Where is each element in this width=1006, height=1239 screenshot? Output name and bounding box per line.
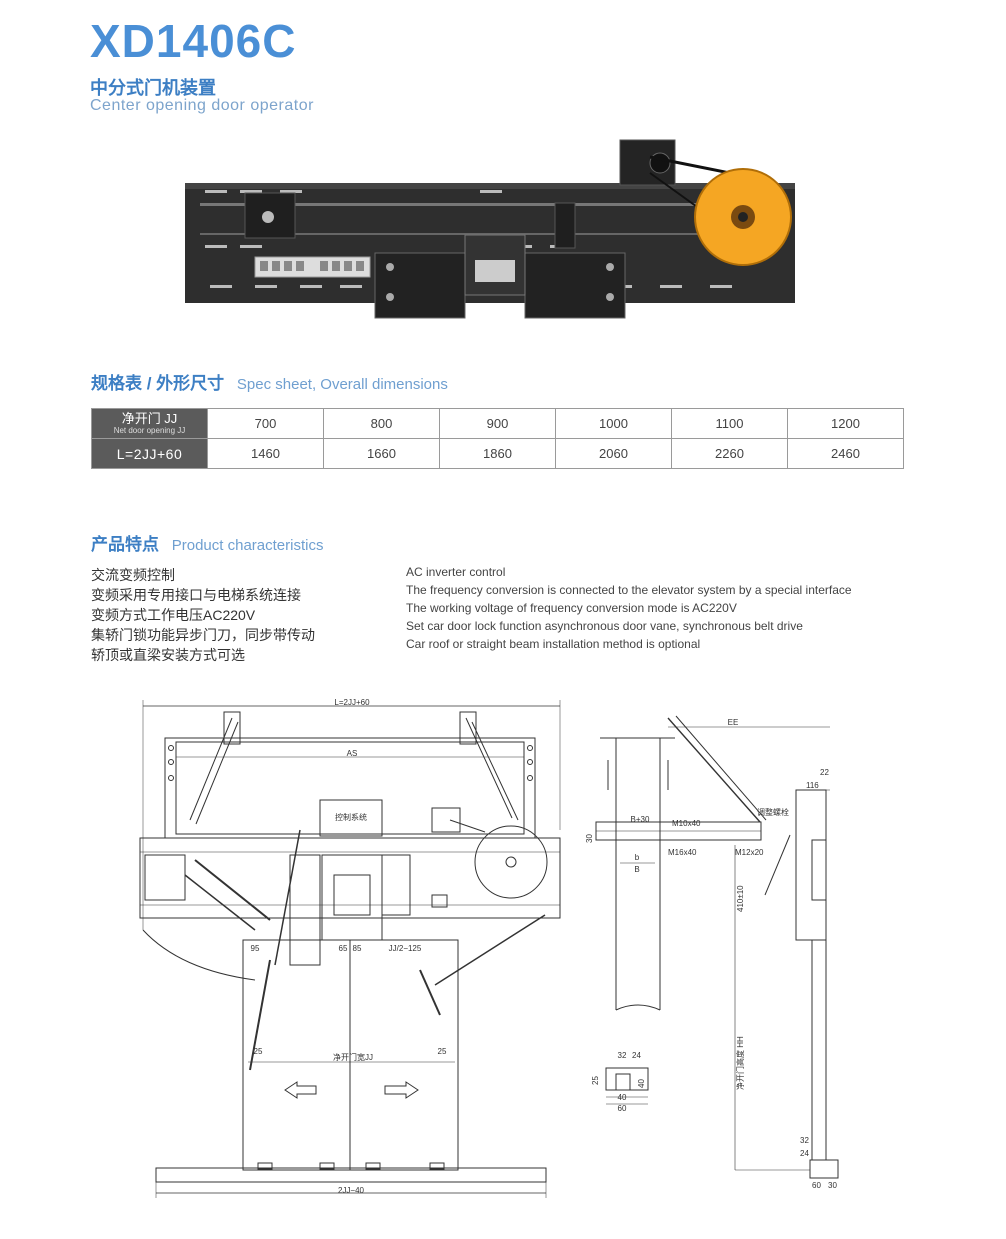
spec-title-en: Spec sheet, Overall dimensions: [236, 376, 448, 393]
dim-bottom-label: 2JJ−40: [338, 1186, 365, 1195]
spec-title-cn: 规格表 / 外形尺寸: [91, 374, 225, 393]
l-cell: 1460: [207, 438, 324, 469]
dim-hh: 净开门高度 HH: [735, 1036, 745, 1090]
dim-24: 24: [800, 1149, 809, 1158]
l-cell: 2460: [787, 438, 904, 469]
feature-item-cn: 轿顶或直梁安装方式可选: [91, 647, 245, 663]
sec-24: 24: [632, 1051, 641, 1060]
spec-row-l: L=2JJ+60 1460 1660 1860 2060 2260 2460: [91, 438, 904, 469]
features-list-en: AC inverter control The frequency conver…: [406, 566, 888, 656]
dim-ee: EE: [728, 718, 739, 727]
feature-item-en: Set car door lock function asynchronous …: [406, 619, 803, 633]
front-view: L=2JJ+60 AS 控制系统: [139, 698, 561, 1198]
feature-item-cn: 集轿门锁功能异步门刀，同步带传动: [91, 627, 315, 643]
dim-jj2: JJ/2−125: [389, 944, 422, 953]
dim-65: 65: [339, 944, 348, 953]
l-cell: 2060: [555, 438, 672, 469]
sec-40b: 40: [618, 1093, 627, 1102]
dim-b: B: [634, 865, 639, 874]
dim-m10: M10x40: [672, 819, 701, 828]
feature-item-en: Car roof or straight beam installation m…: [406, 637, 701, 651]
feature-item-en: The frequency conversion is connected to…: [406, 583, 852, 597]
dim-25-left: 25: [254, 1047, 263, 1056]
jj-cell: 700: [207, 408, 324, 439]
jj-cell: 800: [323, 408, 440, 439]
dim-top-label: L=2JJ+60: [334, 698, 370, 707]
dim-m16: M16x40: [668, 848, 697, 857]
dim-22: 22: [820, 768, 829, 777]
l-cell: 2260: [671, 438, 788, 469]
sec-32: 32: [618, 1051, 627, 1060]
dim-b-small: b: [635, 853, 640, 862]
jj-cell: 1100: [671, 408, 788, 439]
jj-cell: 1000: [555, 408, 672, 439]
dim-85: 85: [353, 944, 362, 953]
adjust-bolt-label: 调整螺栓: [757, 807, 789, 817]
jj-cell: 1200: [787, 408, 904, 439]
feature-item-cn: 变频方式工作电压AC220V: [91, 607, 256, 623]
features-title-en: Product characteristics: [171, 537, 324, 554]
feature-item-en: AC inverter control: [406, 565, 506, 579]
dim-30: 30: [585, 834, 594, 843]
jj-cell: 900: [439, 408, 556, 439]
dim-410: 410±10: [736, 885, 745, 912]
sec-40a: 40: [637, 1079, 646, 1088]
spec-section-heading: 规格表 / 外形尺寸 Spec sheet, Overall dimension…: [91, 369, 448, 394]
dim-25-right: 25: [438, 1047, 447, 1056]
spec-row-jj-label: 净开门 JJ Net door opening JJ: [91, 408, 208, 439]
l-cell: 1660: [323, 438, 440, 469]
door-operator-photo: [185, 139, 795, 319]
dim-b30: B+30: [631, 815, 650, 824]
spec-row-l-label: L=2JJ+60: [91, 438, 208, 469]
control-box-label: 控制系统: [335, 812, 367, 822]
feature-item-cn: 变频采用专用接口与电梯系统连接: [91, 587, 301, 603]
sec-60: 60: [618, 1104, 627, 1113]
dim-32: 32: [800, 1136, 809, 1145]
technical-drawing: L=2JJ+60 AS 控制系统: [139, 698, 839, 1198]
dim-30b: 30: [828, 1181, 837, 1190]
jj-label-cn: 净开门 JJ: [121, 411, 178, 426]
product-model-title: XD1406C: [90, 15, 297, 67]
spec-table: 净开门 JJ Net door opening JJ 700 800 900 1…: [91, 408, 904, 469]
sec-25: 25: [591, 1076, 600, 1085]
spec-row-jj: 净开门 JJ Net door opening JJ 700 800 900 1…: [91, 408, 904, 439]
jj-label-en: Net door opening JJ: [113, 426, 186, 435]
features-section-heading: 产品特点 Product characteristics: [91, 530, 323, 555]
side-view: EE 22 116 B+30 M10x40 30 M16x40 M12x20 b…: [585, 715, 839, 1190]
feature-item-cn: 交流变频控制: [91, 567, 175, 583]
l-cell: 1860: [439, 438, 556, 469]
dim-m12: M12x20: [735, 848, 764, 857]
dim-as-label: AS: [347, 749, 358, 758]
features-list-cn: 交流变频控制 变频采用专用接口与电梯系统连接 变频方式工作电压AC220V 集轿…: [91, 565, 315, 665]
dim-95: 95: [251, 944, 260, 953]
product-subtitle-en: Center opening door operator: [90, 97, 314, 114]
clear-width-label: 净开门宽JJ: [333, 1052, 373, 1062]
features-title-cn: 产品特点: [91, 535, 159, 554]
product-subtitle-cn: 中分式门机装置: [90, 78, 216, 98]
dim-116: 116: [806, 781, 819, 790]
feature-item-en: The working voltage of frequency convers…: [406, 601, 737, 615]
dim-60: 60: [812, 1181, 821, 1190]
